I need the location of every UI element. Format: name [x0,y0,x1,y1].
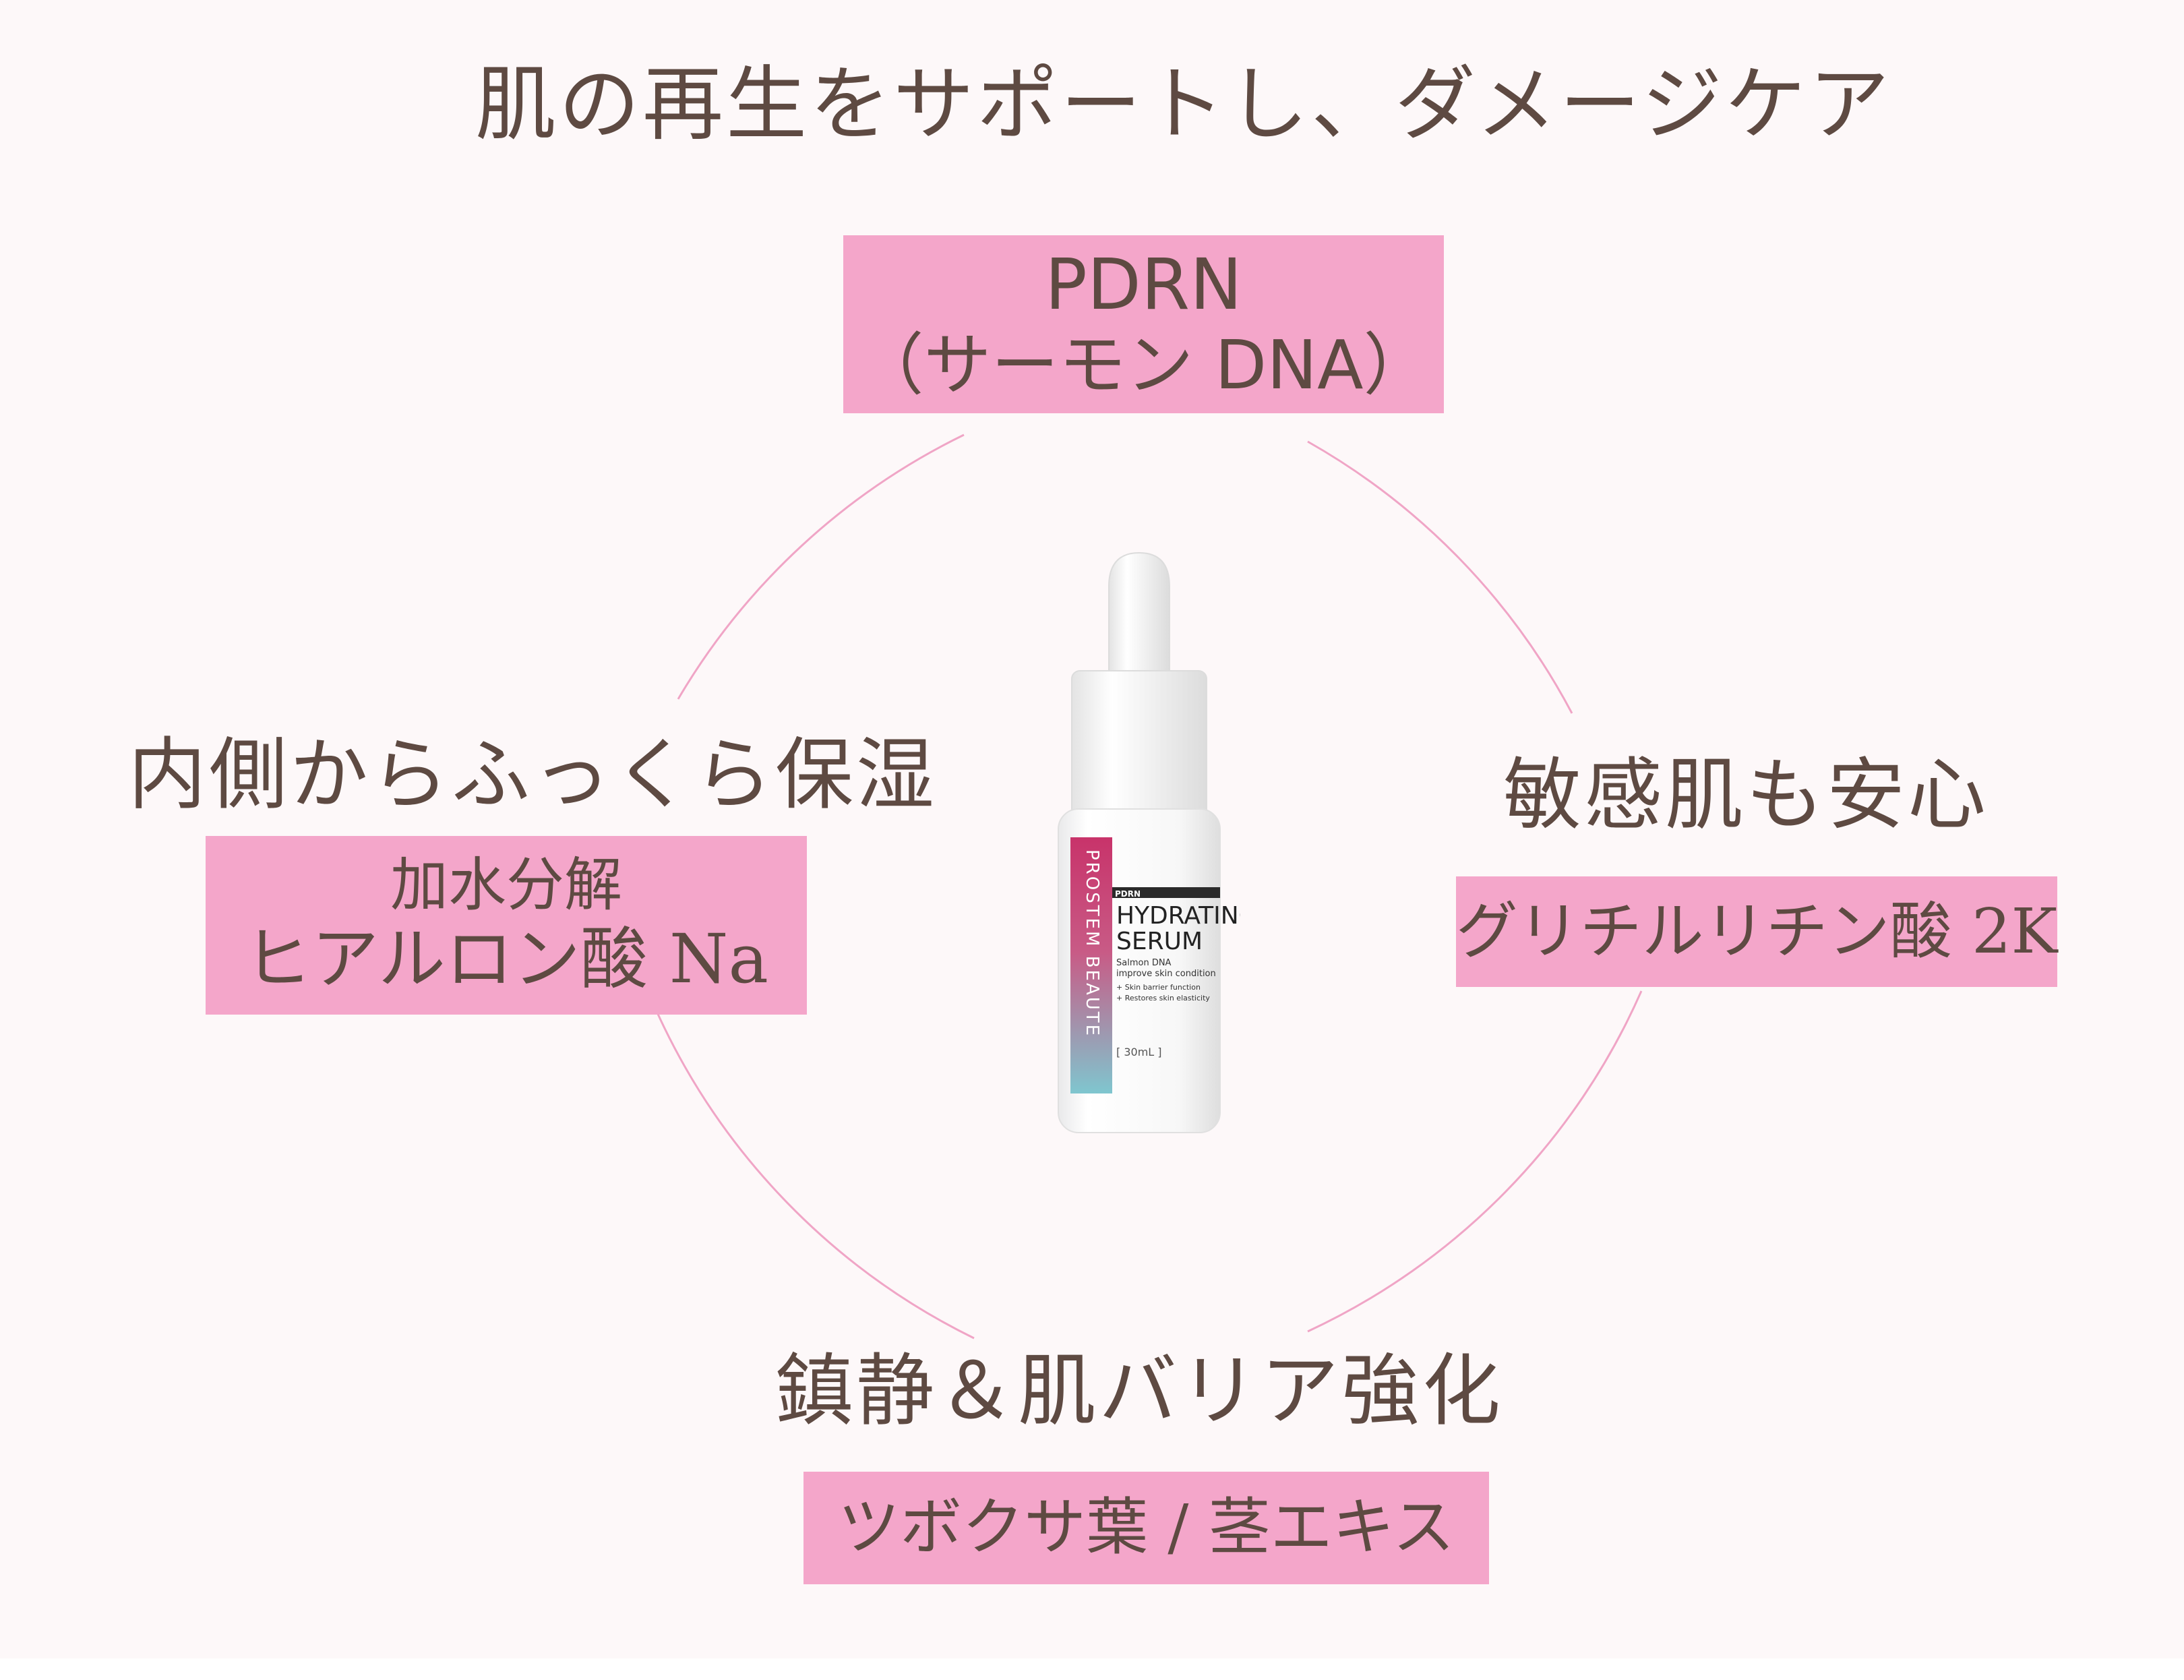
brand-name: PROSTEM BEAUTE [1082,849,1102,1038]
right-heading: 敏感肌も安心 [1503,750,1989,841]
ring-arc-top-right [1307,440,1573,714]
label-header-bar [1112,887,1220,898]
left-heading: 内側からふっくら保湿 [128,729,937,820]
label-desc-1: Salmon DNA [1116,958,1172,968]
bottom-heading: 鎮静＆肌バリア強化 [775,1346,1503,1437]
ingredient-hyaluronic-line1: 加水分解 [390,851,622,919]
label-badge: PDRN [1115,889,1141,899]
product-bottle-image: PROSTEM BEAUTE PDRN HYDRATING SERUM Salm… [1058,551,1240,1133]
ingredient-pdrn-label: PDRN [1045,243,1242,326]
dropper-bulb [1108,551,1170,675]
page-title: 肌の再生をサポートし、ダメージケア [475,58,1892,152]
ingredient-hyaluronic-line2: ヒアルロン酸 Na [244,920,768,999]
ingredient-box-hyaluronic: 加水分解 ヒアルロン酸 Na [206,836,807,1015]
dropper-collar [1071,670,1207,820]
ingredient-box-pdrn: PDRN （サーモン DNA） [843,235,1444,413]
label-product-name-1: HYDRATING [1116,902,1240,930]
label-bullet-2: + Restores skin elasticity [1116,994,1210,1002]
ring-arc-bottom-left [656,1012,975,1340]
brand-stripe [1070,837,1112,1093]
label-desc-2: improve skin condition [1116,969,1216,979]
label-volume: [ 30mL ] [1116,1046,1162,1058]
ingredient-pdrn-sub: （サーモン DNA） [856,326,1431,405]
label-bullet-1: + Skin barrier function [1116,983,1201,992]
ingredient-box-glycyrrhizin: グリチルリチン酸 2K [1456,876,2057,987]
label-product-name-2: SERUM [1116,928,1203,955]
ingredient-centella-label: ツボクサ葉 / 茎エキス [838,1491,1455,1564]
ingredient-box-centella: ツボクサ葉 / 茎エキス [803,1472,1489,1584]
ring-arc-bottom-right [1307,990,1643,1333]
ingredient-glycyrrhizin-label: グリチルリチン酸 2K [1455,895,2058,967]
ring-arc-top-left [677,433,965,700]
